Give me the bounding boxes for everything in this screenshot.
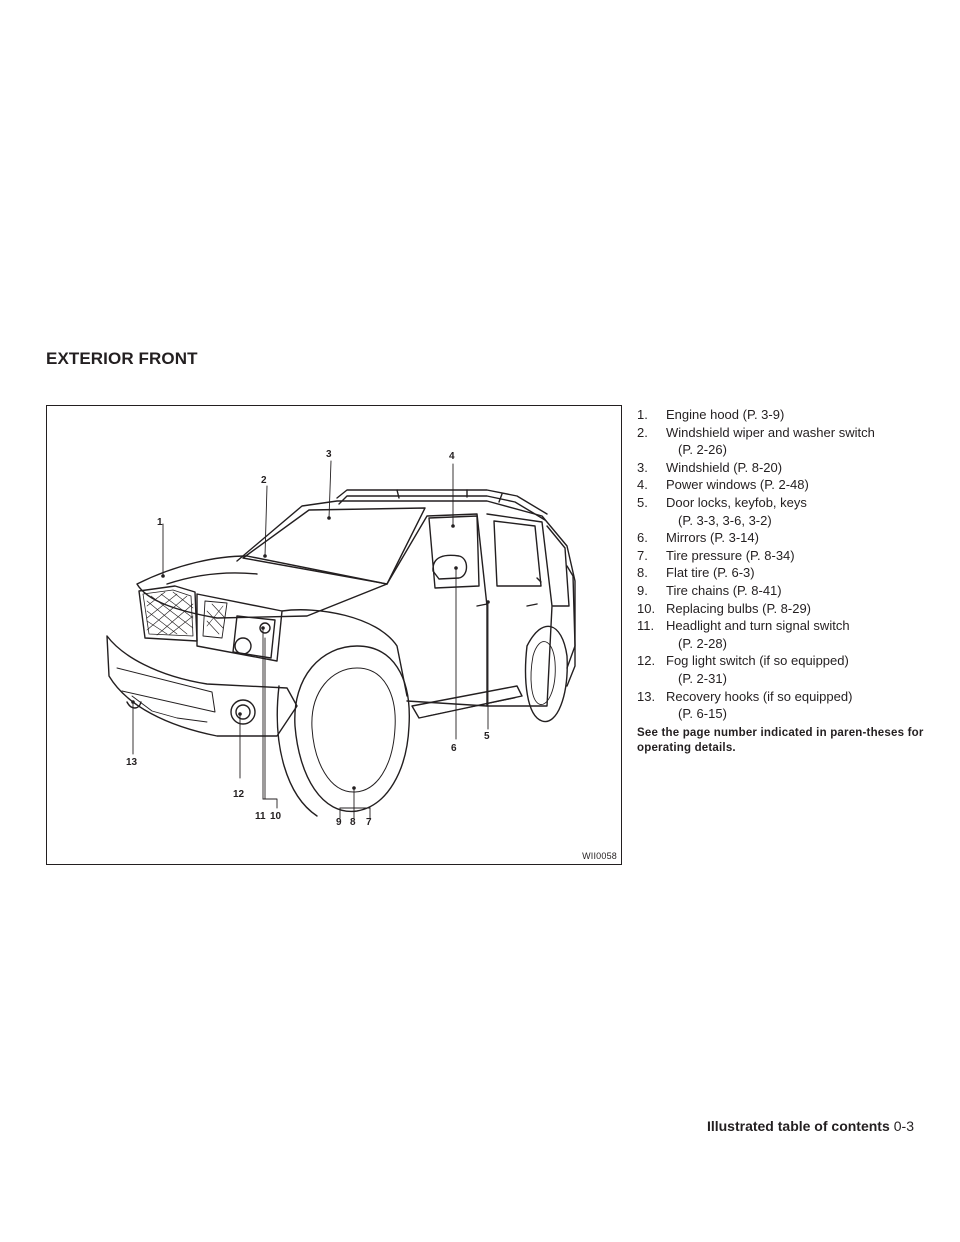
footer-section-title: Illustrated table of contents (706, 1118, 890, 1134)
legend-item: 6.Mirrors (P. 3-14) (637, 530, 759, 546)
legend-item: 13.Recovery hooks (if so equipped)(P. 6-… (637, 688, 853, 722)
legend-note: See the page number indicated in paren-t… (637, 726, 924, 754)
legend-item: 9.Tire chains (P. 8-41) (637, 582, 782, 598)
legend-item: 11.Headlight and turn signal switch(P. 2… (637, 618, 850, 651)
legend-item: 8.Flat tire (P. 6-3) (637, 565, 755, 581)
section-title: EXTERIOR FRONT (46, 349, 198, 368)
legend-item: 10.Replacing bulbs (P. 8-29) (637, 600, 812, 616)
legend-item: 4.Power windows (P. 2-48) (637, 477, 809, 493)
callout-7: 7 (366, 817, 372, 828)
legend-item: 3.Windshield (P. 8-20) (637, 459, 783, 475)
legend-item: 12.Fog light switch (if so equipped)(P. … (637, 653, 849, 686)
legend-item: 2.Windshield wiper and washer switch(P. … (637, 424, 875, 458)
callout-3: 3 (326, 449, 332, 460)
callout-10: 10 (270, 811, 282, 822)
callout-13: 13 (126, 757, 138, 768)
vehicle-illustration: 1 2 3 4 5 6 13 12 11 10 9 8 7 WII0058 (46, 405, 622, 865)
page-number: 0-3 (893, 1118, 914, 1134)
callout-8: 8 (350, 817, 356, 828)
legend-item: 7.Tire pressure (P. 8-34) (637, 547, 795, 563)
callout-6: 6 (451, 743, 457, 754)
callout-12: 12 (233, 789, 245, 800)
figure-code: WII0058 (582, 851, 617, 861)
callout-9: 9 (336, 817, 342, 828)
legend-item: 1.Engine hood (P. 3-9) (637, 407, 785, 422)
callout-2: 2 (261, 475, 267, 486)
suv-drawing (106, 460, 576, 819)
legend: 1.Engine hood (P. 3-9) 2.Windshield wipe… (637, 406, 927, 756)
callout-4: 4 (449, 451, 455, 462)
callout-1: 1 (157, 517, 163, 528)
callout-11: 11 (255, 811, 266, 822)
callout-5: 5 (484, 731, 490, 742)
legend-item: 5.Door locks, keyfob, keys(P. 3-3, 3-6, … (637, 494, 807, 528)
legend-list: 1.Engine hood (P. 3-9) 2.Windshield wipe… (637, 406, 927, 723)
